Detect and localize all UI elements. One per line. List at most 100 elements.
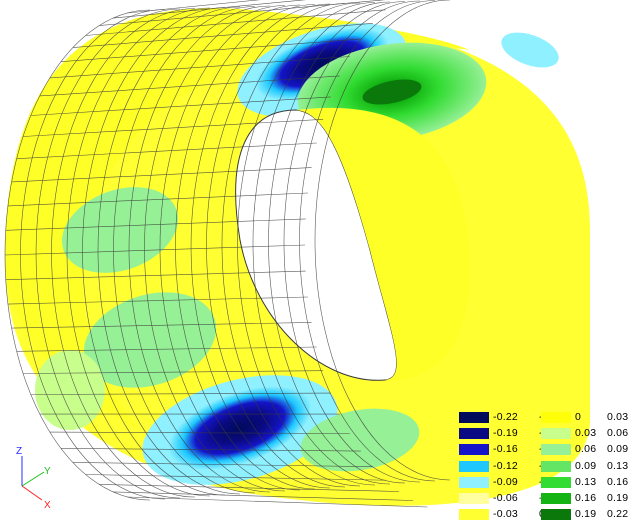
mesh-line [60,448,361,452]
legend-row: -0.16-0.12 [459,443,564,457]
patch-top-blue [255,27,389,101]
mesh-line [252,1,391,485]
patch-right-cyan-top [501,32,559,68]
mesh-line [23,370,324,374]
mesh-line [4,9,151,501]
mesh-line [144,5,286,492]
legend-range-low: 0 [575,411,582,423]
mesh-line [190,3,331,489]
legend-range-high: 0.13 [607,459,628,472]
legend-swatch [459,428,489,440]
legend-range-low: -0.03 [493,508,518,521]
axis-y-label: Y [44,466,51,477]
legend-range-high: 0.16 [607,475,628,488]
mesh-line [85,9,386,36]
legend-range-low: -0.12 [493,459,518,472]
mesh-line [30,392,331,395]
legend-swatch [459,412,489,423]
legend-row: -0.19-0.16 [459,427,564,441]
legend-row: -0.09-0.06 [459,475,564,490]
mesh-line [175,4,316,490]
legend-column-negative: -0.22-0.19-0.19-0.16-0.16-0.12-0.12-0.09… [459,411,564,524]
mesh-line [268,1,406,484]
legend-row: -0.030 [459,508,545,522]
legend-range-high: 0.22 [607,508,628,521]
mesh-line [7,296,308,305]
mesh-line [112,491,414,501]
mesh-line [35,8,181,499]
mesh-line [72,23,373,48]
mesh-line [20,9,166,500]
cylinder-contour-viewport[interactable]: Z Y X [0,0,621,515]
legend-range-low: -0.16 [493,443,518,456]
mesh-line [16,142,317,159]
mesh-line [4,244,306,256]
mesh-line [23,119,324,137]
mesh-line [128,5,271,493]
legend-swatch [459,476,489,488]
mesh-line [60,38,361,62]
legend-swatch [541,460,571,472]
axis-x-line [21,485,43,501]
mesh-line [159,4,301,491]
mesh-line [49,56,350,79]
legend-swatch [541,476,571,488]
patch-left-green-upper [61,187,179,273]
mesh-line [112,0,307,19]
inner-wall-visible [296,107,470,381]
legend-row: 0.19 0.22 [541,508,628,522]
patch-bottom-blue [168,386,312,470]
mesh-line [11,167,312,183]
finite-element-mesh [4,0,451,508]
legend-range-low: -0.22 [493,411,518,423]
mesh-line [113,6,256,494]
axis-triad: Z Y X [16,446,51,511]
legend-swatch [459,444,489,456]
legend-swatch [459,492,489,504]
mesh-line [30,96,331,116]
legend-range-high: 0.19 [607,491,628,504]
legend-range-low: 0.13 [575,475,597,488]
mesh-line [7,192,308,207]
mesh-line [221,2,361,487]
legend-range-low: -0.09 [493,475,518,488]
front-rim [5,8,470,431]
mesh-line [72,462,373,467]
legend-swatch [541,412,571,423]
mesh-line [237,2,376,486]
mesh-line [206,3,346,488]
legend-row: -0.06-0.03 [459,491,564,506]
mesh-line [5,218,306,231]
mesh-line [49,431,350,434]
legend-swatch [541,444,571,456]
axis-z-label: Z [16,446,22,457]
mesh-line [5,270,306,280]
patch-top-green-core [362,79,422,105]
legend-range-low: 0.19 [575,508,597,521]
legend-range-low: -0.06 [493,491,518,504]
legend-row: -0.22-0.19 [459,411,564,425]
patch-left-green-mid [83,292,217,388]
mesh-line [82,7,226,496]
mesh-line [97,6,241,495]
mesh-line [99,484,400,492]
mesh-line [127,0,261,14]
patch-left-green-lower [35,350,105,430]
legend-range-high: 0.06 [607,427,628,440]
patch-bottom-green [300,408,420,472]
legend-range-low: 0.06 [575,443,597,456]
legend-swatch [459,509,489,521]
mesh-line [314,0,451,481]
mesh-line [299,0,436,482]
mesh-line [85,474,386,481]
legend-swatch [541,492,571,504]
mesh-line [66,7,211,497]
legend-range-low: -0.19 [493,427,518,440]
legend-range-low: 0.16 [575,491,597,504]
mesh-line [283,0,421,483]
